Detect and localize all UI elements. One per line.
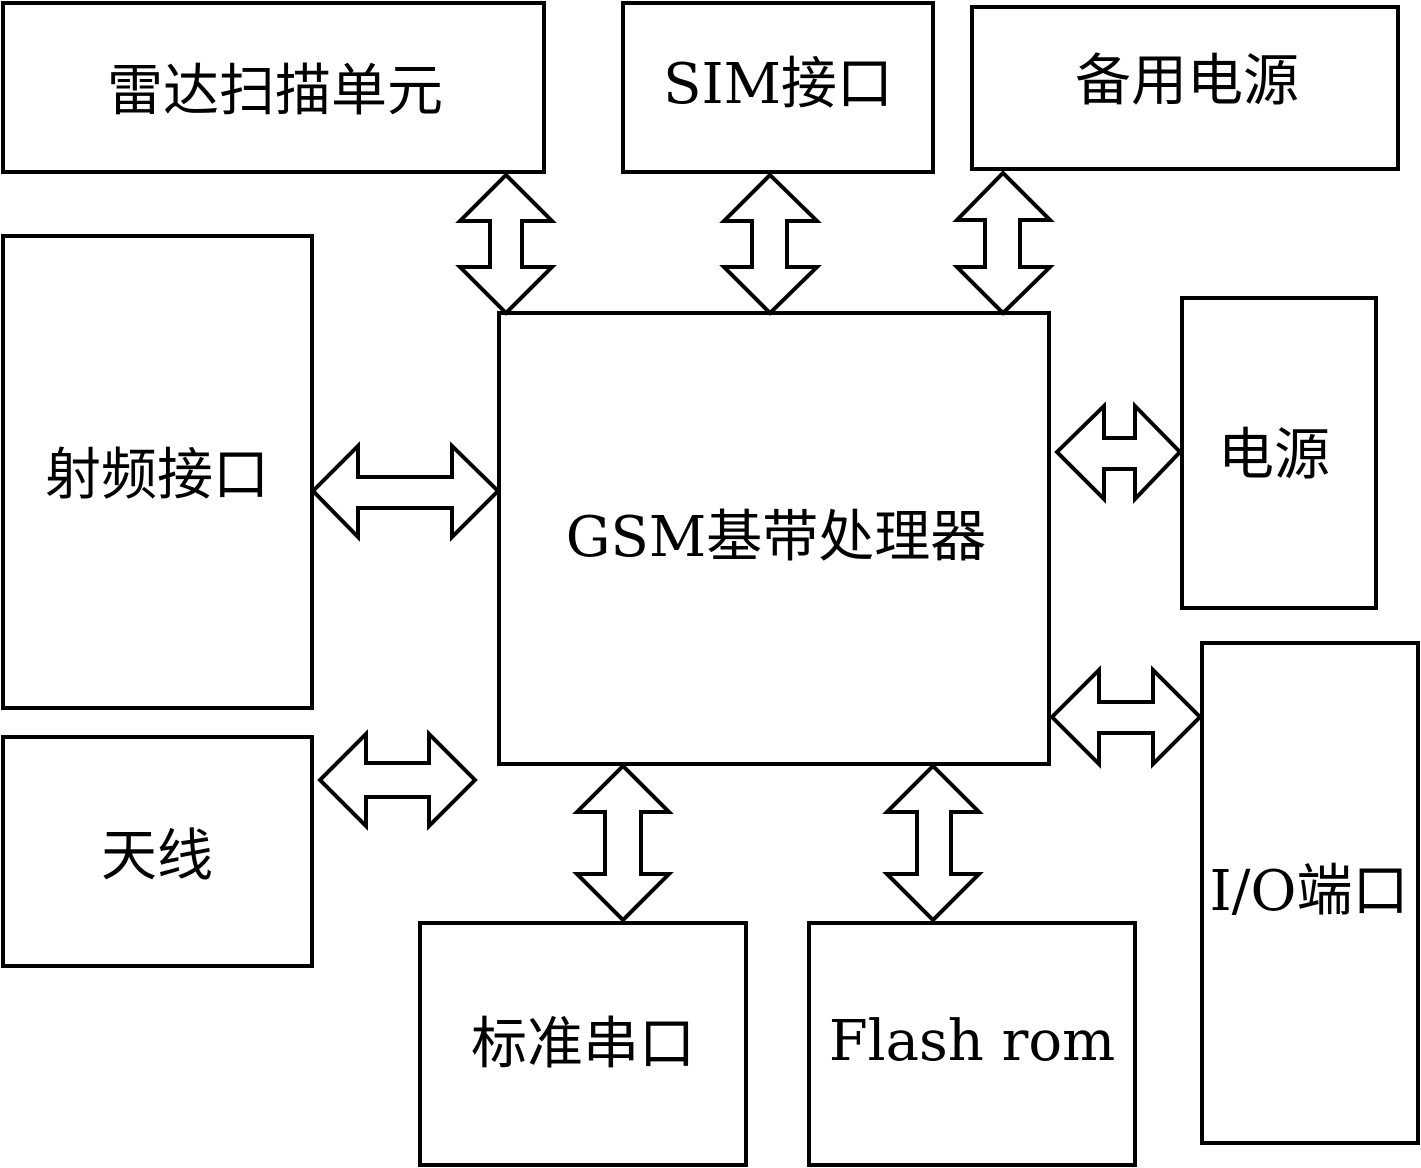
block-backup-power: 备用电源 bbox=[970, 5, 1400, 171]
block-label: I/O端口 bbox=[1210, 859, 1409, 924]
arrow-processor-flash bbox=[882, 763, 984, 923]
block-label: 备用电源 bbox=[1075, 49, 1299, 114]
block-flash-rom: Flash rom bbox=[807, 921, 1137, 1167]
block-label: 射频接口 bbox=[45, 443, 269, 508]
block-label: 电源 bbox=[1218, 423, 1330, 488]
arrow-rf-processor bbox=[310, 441, 501, 542]
block-label: GSM基带处理器 bbox=[566, 505, 986, 570]
block-radar-scan-unit: 雷达扫描单元 bbox=[1, 1, 546, 174]
arrow-processor-power bbox=[1054, 401, 1183, 504]
arrow-antenna-processor bbox=[317, 729, 478, 831]
arrow-backup-power-processor bbox=[952, 170, 1055, 316]
block-label: 雷达扫描单元 bbox=[107, 59, 443, 124]
block-sim-interface: SIM接口 bbox=[621, 1, 935, 174]
block-antenna: 天线 bbox=[1, 735, 314, 968]
arrow-processor-serial bbox=[572, 763, 674, 923]
arrow-sim-processor bbox=[719, 172, 822, 316]
block-standard-serial-port: 标准串口 bbox=[418, 921, 748, 1167]
block-label: 标准串口 bbox=[471, 1012, 695, 1077]
block-label: SIM接口 bbox=[663, 52, 893, 117]
arrow-processor-io bbox=[1049, 665, 1203, 769]
arrow-radar-processor bbox=[455, 172, 557, 316]
block-gsm-baseband-processor: GSM基带处理器 bbox=[497, 311, 1051, 766]
block-label: Flash rom bbox=[829, 1009, 1115, 1074]
block-rf-interface: 射频接口 bbox=[1, 234, 314, 710]
block-power: 电源 bbox=[1180, 296, 1378, 610]
block-label: 天线 bbox=[101, 824, 213, 889]
block-io-port: I/O端口 bbox=[1200, 641, 1420, 1145]
